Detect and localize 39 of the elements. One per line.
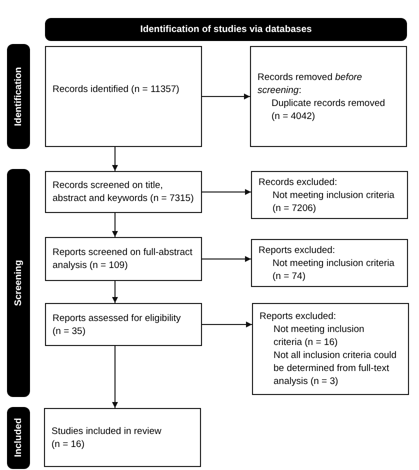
note-detail: Duplicate records removed (n = 4042) xyxy=(272,96,386,122)
header-title: Identification of studies via databases xyxy=(140,24,312,36)
box-text: Records identified (n = 11357) xyxy=(52,83,180,96)
note-heading: Records removed before screening: xyxy=(258,70,364,96)
box-text: Reports assessed for eligibility (n = 35) xyxy=(52,312,182,338)
note-heading: Records excluded: xyxy=(258,176,338,188)
arrow xyxy=(202,322,252,328)
phase-label: Screening xyxy=(12,260,24,306)
arrow xyxy=(202,189,252,195)
note-heading: Reports excluded: xyxy=(258,244,336,256)
arrow xyxy=(112,346,118,408)
note-detail: Not meeting inclusion criteria (n = 16) xyxy=(274,323,366,349)
exclusion-box xyxy=(251,239,408,287)
arrow xyxy=(112,212,118,238)
arrow xyxy=(112,146,118,172)
phase-band xyxy=(7,169,30,397)
exclusion-box xyxy=(251,171,408,219)
phase-band xyxy=(7,44,30,149)
arrow xyxy=(112,280,118,304)
section-header xyxy=(45,18,407,41)
box-text: Reports screened on full-abstract analysis (n = 109) xyxy=(52,246,194,272)
box-text: Studies included in review (n = 16) xyxy=(52,424,162,450)
phase-label: Identification xyxy=(12,66,24,126)
process-box xyxy=(45,237,202,281)
process-box xyxy=(45,171,202,213)
note-detail: Not all inclusion criteria could be determined from full-text analysis (n = 3) xyxy=(274,349,398,388)
process-box xyxy=(44,408,201,467)
exclusion-box xyxy=(252,303,409,395)
arrow xyxy=(202,256,252,262)
process-box xyxy=(45,303,202,346)
process-box xyxy=(45,46,202,147)
box-text: Records screened on title, abstract and keywords (n = 7315) xyxy=(52,179,195,205)
phase-label: Included xyxy=(12,418,24,458)
note-detail: Not meeting inclusion criteria (n = 74) xyxy=(272,256,396,282)
phase-band xyxy=(7,407,30,469)
note-detail: Not meeting inclusion criteria (n = 7206) xyxy=(272,188,396,214)
arrow xyxy=(202,94,250,100)
note-heading: Reports excluded: xyxy=(260,310,336,323)
exclusion-box xyxy=(250,46,407,147)
